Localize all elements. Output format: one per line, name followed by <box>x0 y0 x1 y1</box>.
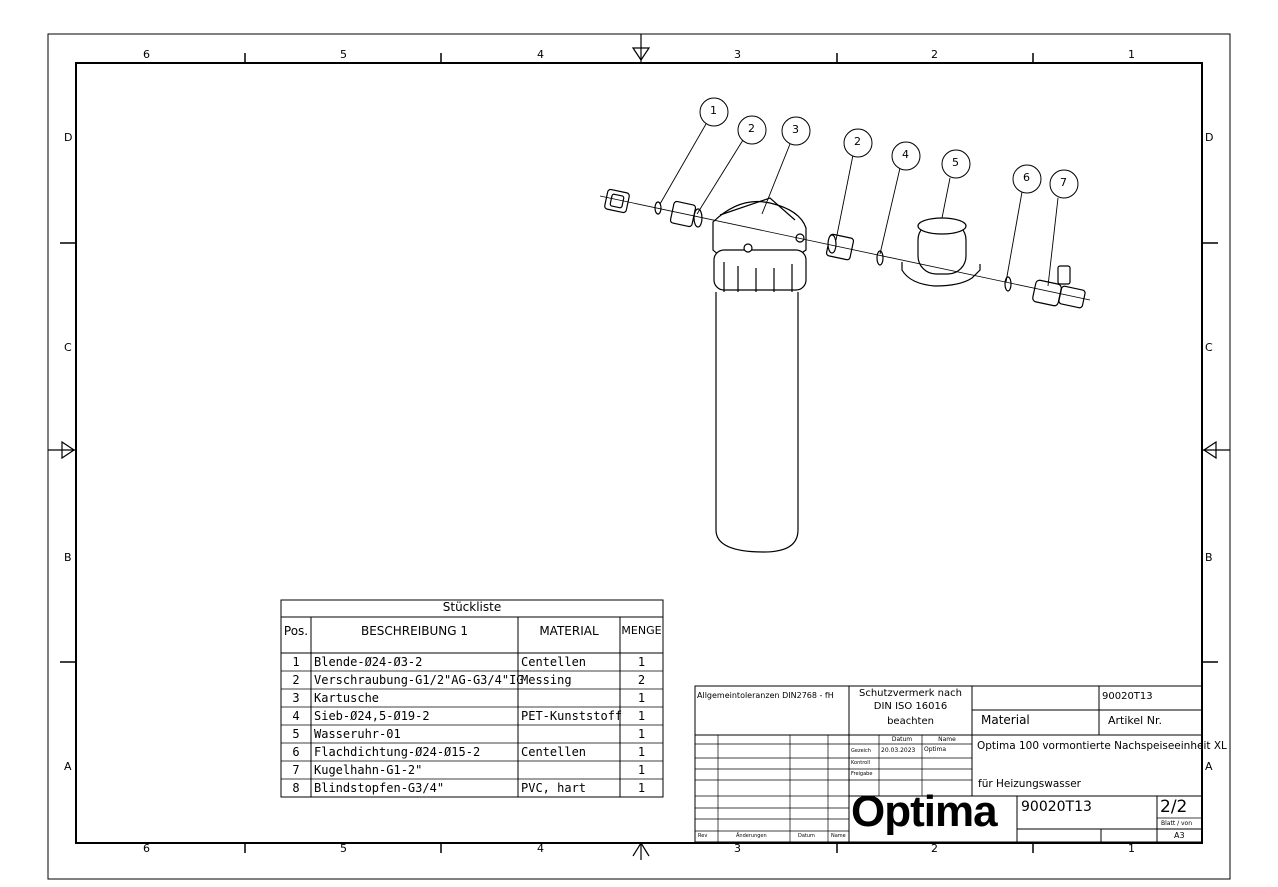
bom-cell-quantity: 1 <box>637 781 646 795</box>
optima-logo: Optima <box>851 787 998 836</box>
row-label-left: D <box>64 131 73 144</box>
description-line1: Optima 100 vormontierte Nachspeiseeinhei… <box>977 740 1227 752</box>
row-label-left: B <box>64 551 72 564</box>
col-label-top: 2 <box>931 48 938 61</box>
released-by-label: Freigabe <box>851 771 873 777</box>
bom-cell-pos: 5 <box>292 727 300 741</box>
bom-cell-quantity: 1 <box>637 691 646 705</box>
bom-cell-pos: 2 <box>292 673 300 687</box>
ball-valve-part <box>1032 265 1086 309</box>
sieve-part <box>876 250 884 266</box>
bom-cell-pos: 1 <box>292 655 300 669</box>
callout-number: 2 <box>748 122 755 135</box>
article-label: Artikel Nr. <box>1108 714 1162 727</box>
water-meter-part <box>901 217 981 287</box>
bom-title: Stückliste <box>442 600 502 614</box>
bom-cell-description: Flachdichtung-Ø24-Ø15-2 <box>314 745 481 759</box>
bom-cell-pos: 3 <box>292 691 300 705</box>
bom-cell-material: Messing <box>521 673 572 687</box>
bom-cell-pos: 7 <box>292 763 300 777</box>
protection-note-line3: beachten <box>887 716 934 727</box>
bom-header-quantity: MENGE <box>621 624 662 637</box>
drawn-name: Optima <box>924 746 947 753</box>
col-label-bottom: 1 <box>1128 842 1135 855</box>
bom-cell-description: Verschraubung-G1/2"AG-G3/4"IG <box>314 673 524 687</box>
callout-number: 7 <box>1060 176 1067 189</box>
bom-cell-quantity: 1 <box>637 745 646 759</box>
filter-housing-part <box>712 197 807 553</box>
drawn-date: 20.03.2023 <box>881 747 916 754</box>
bom-cell-quantity: 1 <box>637 655 646 669</box>
row-label-left: C <box>64 341 72 354</box>
revision-label: Rev <box>698 833 708 839</box>
checked-by-label: Kontroll <box>851 760 871 766</box>
col-label-top: 1 <box>1128 48 1135 61</box>
bom-cell-material: PET-Kunststoff <box>521 709 623 723</box>
bom-cell-quantity: 1 <box>637 727 646 741</box>
drawing-number: 90020T13 <box>1021 799 1092 815</box>
protection-note-line1: Schutzvermerk nach <box>859 688 962 699</box>
row-label-right: A <box>1205 760 1213 773</box>
datum-label: Datum <box>891 736 913 743</box>
callout-number: 1 <box>710 104 717 117</box>
row-label-right: C <box>1205 341 1213 354</box>
col-label-top: 3 <box>734 48 741 61</box>
col-label-bottom: 4 <box>537 842 544 855</box>
callout-number: 6 <box>1023 171 1030 184</box>
bom-cell-description: Kugelhahn-G1-2" <box>314 763 423 777</box>
callout-number: 3 <box>792 123 799 136</box>
protection-note-line2: DIN ISO 16016 <box>873 701 948 712</box>
col-label-bottom: 6 <box>143 842 150 855</box>
drawn-by-label: Gezeich <box>851 748 871 754</box>
bom-cell-quantity: 1 <box>637 709 646 723</box>
date-column-label: Datum <box>798 833 815 839</box>
col-label-top: 5 <box>340 48 347 61</box>
bom-cell-description: Blende-Ø24-Ø3-2 <box>314 655 423 669</box>
bom-cell-description: Sieb-Ø24,5-Ø19-2 <box>314 709 430 723</box>
sheet-number: 2/2 <box>1160 797 1188 817</box>
bom-cell-pos: 4 <box>292 709 300 723</box>
bom-cell-quantity: 2 <box>637 673 646 687</box>
sheet-label: Blatt / von <box>1161 820 1193 827</box>
bom-cell-pos: 8 <box>292 781 300 795</box>
row-label-right: B <box>1205 551 1213 564</box>
callout-number: 5 <box>952 156 959 169</box>
callout-number: 4 <box>902 148 909 161</box>
bom-cell-material: Centellen <box>521 745 587 759</box>
col-label-top: 6 <box>143 48 150 61</box>
material-label: Material <box>981 713 1030 727</box>
description-line2: für Heizungswasser <box>978 778 1081 790</box>
bom-cell-description: Blindstopfen-G3/4" <box>314 781 445 795</box>
article-number-top: 90020T13 <box>1102 691 1153 702</box>
paper-format: A3 <box>1174 831 1185 840</box>
blind-plug-part <box>604 188 630 214</box>
bom-cell-material: Centellen <box>521 655 587 669</box>
tolerance-note: Allgemeintoleranzen DIN2768 - fH <box>697 691 834 700</box>
col-label-top: 4 <box>537 48 544 61</box>
bom-header-material: MATERIAL <box>539 624 599 638</box>
col-label-bottom: 3 <box>734 842 741 855</box>
row-label-left: A <box>64 760 72 773</box>
callout-number: 2 <box>854 135 861 148</box>
name-label: Name <box>938 736 956 743</box>
bom-cell-material: PVC, hart <box>521 781 587 795</box>
bom-header-description: BESCHREIBUNG 1 <box>360 624 469 638</box>
bom-cell-description: Wasseruhr-01 <box>314 727 401 741</box>
bom-cell-quantity: 1 <box>637 763 646 777</box>
bom-cell-description: Kartusche <box>314 691 380 705</box>
name-column-label: Name <box>831 833 846 839</box>
col-label-bottom: 2 <box>931 842 938 855</box>
bom-header-pos: Pos. <box>283 624 309 638</box>
bom-cell-pos: 6 <box>292 745 300 759</box>
row-label-right: D <box>1205 131 1214 144</box>
changes-label: Änderungen <box>736 833 767 839</box>
col-label-bottom: 5 <box>340 842 347 855</box>
